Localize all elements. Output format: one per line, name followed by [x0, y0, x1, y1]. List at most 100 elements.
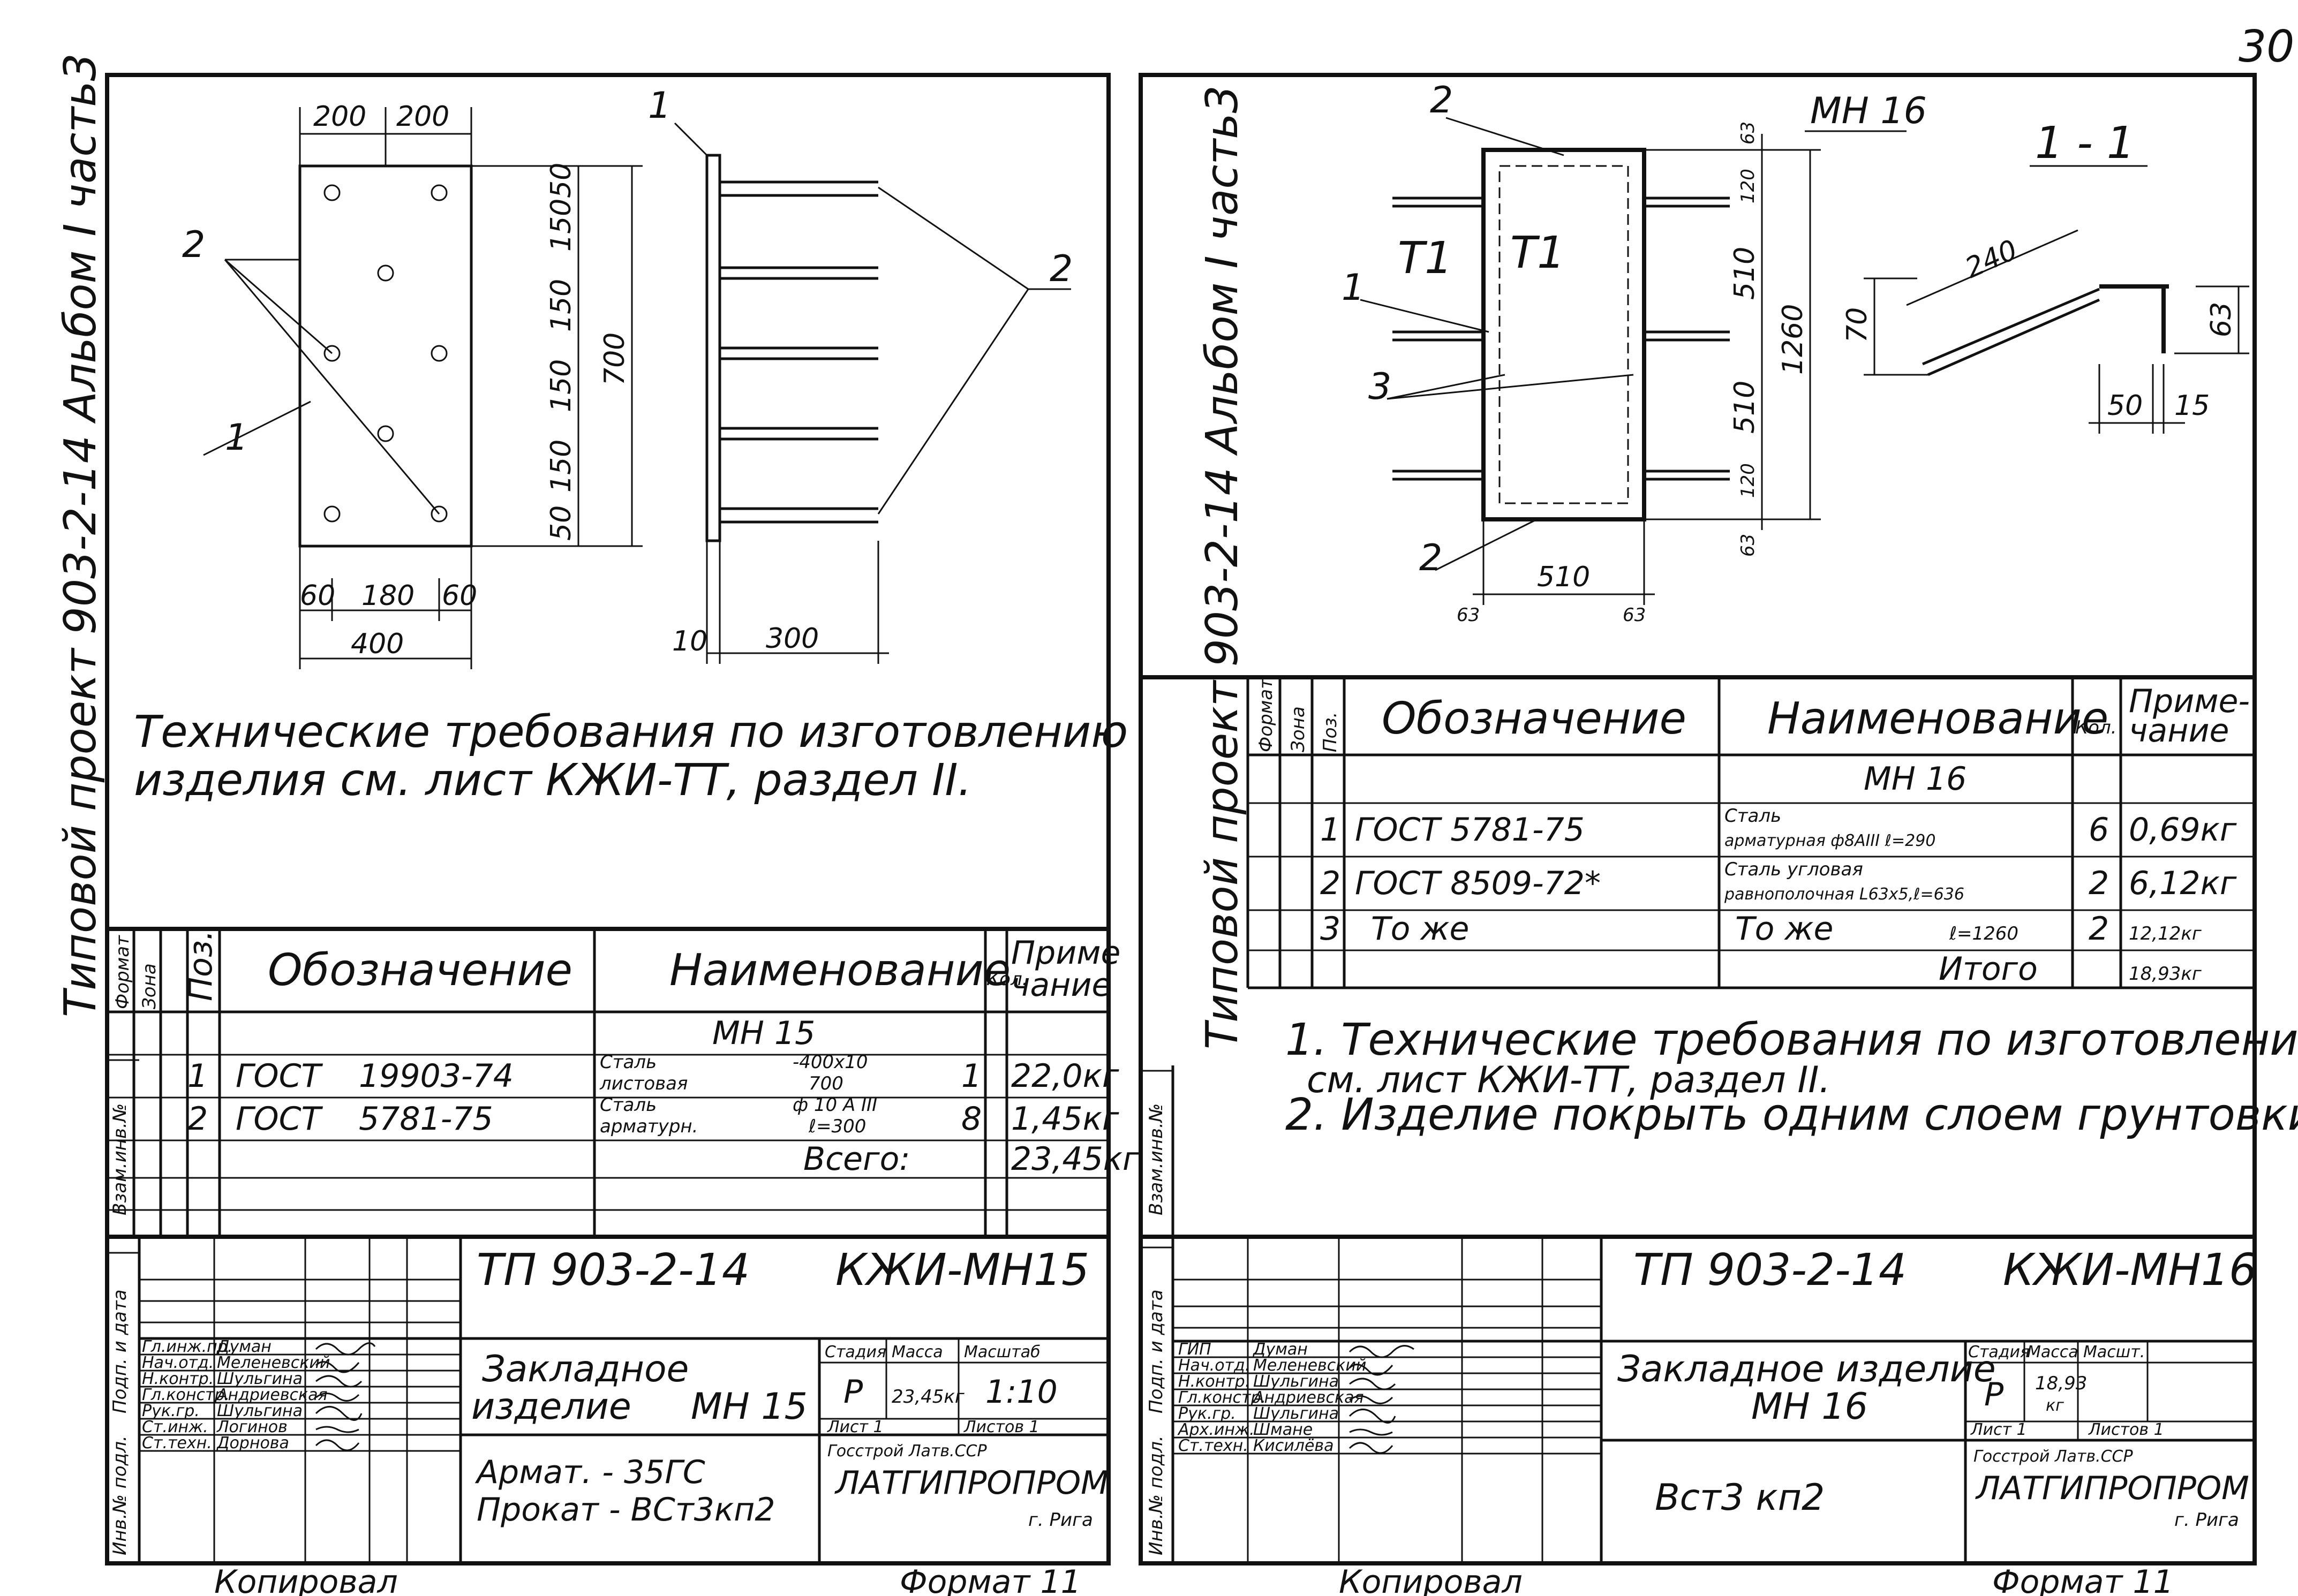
left-stamp-material2: Прокат - ВСт3кп2 [477, 1491, 775, 1529]
left-role-4: Рук.гр. [142, 1402, 200, 1420]
left-copied: Копировал [214, 1563, 398, 1596]
sec-dim-50: 50 [2107, 390, 2143, 422]
left-stamp-h-stage: Стадия [825, 1343, 886, 1361]
right-row1-qty: 6 [2089, 811, 2109, 849]
dim-r6: 50 [545, 505, 577, 541]
right-title-block: ТП 903-2-14 КЖИ-МН16 Закладное изделие М… [1173, 1237, 2257, 1563]
left-row2-mass: 1,45кг [1011, 1100, 1119, 1138]
dim-bot-b: 180 [361, 580, 415, 612]
left-name-6: Дорнова [216, 1434, 289, 1453]
stud-marks [323, 184, 448, 523]
callout-2-left: 2 [182, 224, 205, 266]
right-note-2: см. лист КЖИ-ТТ, раздел II. [1307, 1059, 1830, 1101]
sec-dim-15: 15 [2174, 390, 2210, 422]
right-row1-des: ГОСТ 5781-75 [1355, 811, 1585, 849]
left-vl-sign: Подп. и дата [109, 1289, 131, 1413]
left-role-2: Н.контр. [142, 1370, 214, 1388]
right-name-4: Шульгина [1253, 1404, 1339, 1423]
right-stamp-mass2: кг [2046, 1396, 2064, 1415]
right-row2-qty: 2 [2089, 865, 2109, 902]
frame-dim-120a: 120 [1737, 169, 1759, 203]
left-row2-qty: 8 [961, 1100, 982, 1138]
left-stamp-h-mass: Масса [892, 1343, 943, 1361]
left-stamp-title3: МН 15 [691, 1386, 808, 1428]
left-note-line1: Технические требования по изготовлению [134, 707, 1128, 758]
dim-total-w: 400 [351, 628, 404, 660]
right-h-qty: Кол. [2075, 717, 2116, 738]
left-h-designation: Обозначение [268, 945, 572, 996]
right-row2-pos: 2 [1320, 865, 1340, 902]
left-row2-num: 5781-75 [359, 1100, 493, 1138]
right-total-mass: 18,93кг [2129, 963, 2202, 985]
left-stamp-mass: 23,45кг [892, 1386, 965, 1408]
left-role-6: Ст.техн. [142, 1434, 212, 1453]
right-name-6: Кисилёва [1253, 1436, 1333, 1455]
frame-callout-2-top: 2 [1430, 79, 1453, 122]
dim-r5: 150 [545, 440, 577, 493]
sec-dim-70: 70 [1841, 307, 1873, 343]
right-stamp-material: Вст3 кп2 [1655, 1477, 1825, 1519]
left-stamp-title2: изделие [471, 1386, 631, 1428]
left-sheet: Типовой проект 903-2-14 Альбом I часть3 … [55, 53, 1140, 1596]
right-stamp-stage: Р [1984, 1376, 2004, 1413]
frame-dim-br: 63 [1623, 604, 1646, 626]
right-name-3: Андриевская [1252, 1388, 1364, 1407]
sec-dim-63: 63 [2205, 302, 2237, 337]
callout-2-right: 2 [1050, 248, 1073, 290]
left-name-4: Шульгина [217, 1402, 303, 1420]
left-stamp-material1: Армат. - 35ГС [474, 1454, 705, 1491]
left-spec-table: Формат Зона Поз. Обозначение Наименовани… [107, 929, 1140, 1237]
left-h-qty: Кол. [986, 969, 1028, 990]
right-role-1: Нач.отд. [1178, 1356, 1250, 1375]
left-stamp-h-scale: Масштаб [964, 1343, 1041, 1361]
right-note-3: 2. Изделие покрыть одним слоем грунтовки… [1285, 1090, 2298, 1140]
frame-dim-63a: 63 [1737, 122, 1759, 145]
right-name-5: Шмане [1253, 1420, 1313, 1439]
left-h-name: Наименование [669, 945, 1011, 996]
right-stamp-sheetcode: КЖИ-МН16 [2003, 1245, 2257, 1296]
frame-view: Т1 Т1 2 1 3 2 63 120 510 510 120 63 1260 [1342, 79, 1821, 626]
left-row1-qty: 1 [961, 1057, 982, 1095]
frame-callout-3: 3 [1368, 366, 1391, 408]
right-stamp-h-stage: Стадия [1968, 1343, 2030, 1361]
left-vert-labels: Инв.№ подл. Подп. и дата Взам.инв.№ [107, 1059, 139, 1555]
left-name-0: Думан [216, 1337, 272, 1356]
right-row3-qty: 2 [2089, 910, 2109, 948]
right-row3-des: То же [1371, 910, 1469, 948]
left-stamp-org2: ЛАТГИПРОПРОМ [834, 1464, 1109, 1502]
sec-dim-240: 240 [1961, 234, 2022, 285]
right-row1-pos: 1 [1320, 811, 1340, 849]
section-1-1-view: 70 240 63 50 15 [1841, 229, 2249, 434]
right-stamp-title1: Закладное изделие [1617, 1348, 1996, 1390]
frame-dim-120b: 120 [1737, 463, 1759, 498]
right-total-label: Итого [1939, 950, 2038, 988]
angle-frame-inner [1498, 165, 1629, 504]
left-h-note-1: Приме [1011, 934, 1120, 972]
left-row2-std: ГОСТ [236, 1100, 323, 1138]
right-h-name: Наименование [1767, 693, 2108, 744]
right-vert-labels: Инв.№ подл. Подп. и дата Взам.инв.№ [1141, 1065, 1174, 1563]
plate-edge [705, 154, 721, 542]
left-row1-name1: Сталь [600, 1052, 657, 1073]
left-note-line2: изделия см. лист КЖИ-ТТ, раздел II. [134, 755, 972, 806]
right-stamp-h-mass: Масса [2027, 1343, 2078, 1361]
right-row3-mass: 12,12кг [2129, 923, 2202, 944]
right-stamp-mass1: 18,93 [2035, 1373, 2087, 1394]
right-copied: Копировал [1339, 1563, 1523, 1596]
right-role-2: Н.контр. [1178, 1372, 1250, 1391]
dim-r1: 50 [545, 163, 577, 198]
left-row2-size2: ℓ=300 [808, 1116, 866, 1137]
angle-frame-outer [1481, 148, 1646, 521]
left-stamp-sheetcode: КЖИ-МН15 [835, 1245, 1089, 1296]
left-name-2: Шульгина [217, 1370, 303, 1388]
right-stamp-org3: г. Рига [2174, 1509, 2239, 1531]
left-row1-mass: 22,0кг [1011, 1057, 1119, 1095]
right-row1-name1: Сталь [1724, 805, 1781, 827]
right-h-pos: Поз. [1320, 712, 1341, 752]
frame-dim-total-h: 1260 [1777, 304, 1809, 375]
dim-top-b: 200 [396, 101, 449, 133]
right-spec-table: Формат Зона Поз. Обозначение Наименовани… [1246, 677, 2255, 989]
left-stamp-stage: Р [843, 1373, 863, 1411]
left-signatures [315, 1342, 376, 1451]
